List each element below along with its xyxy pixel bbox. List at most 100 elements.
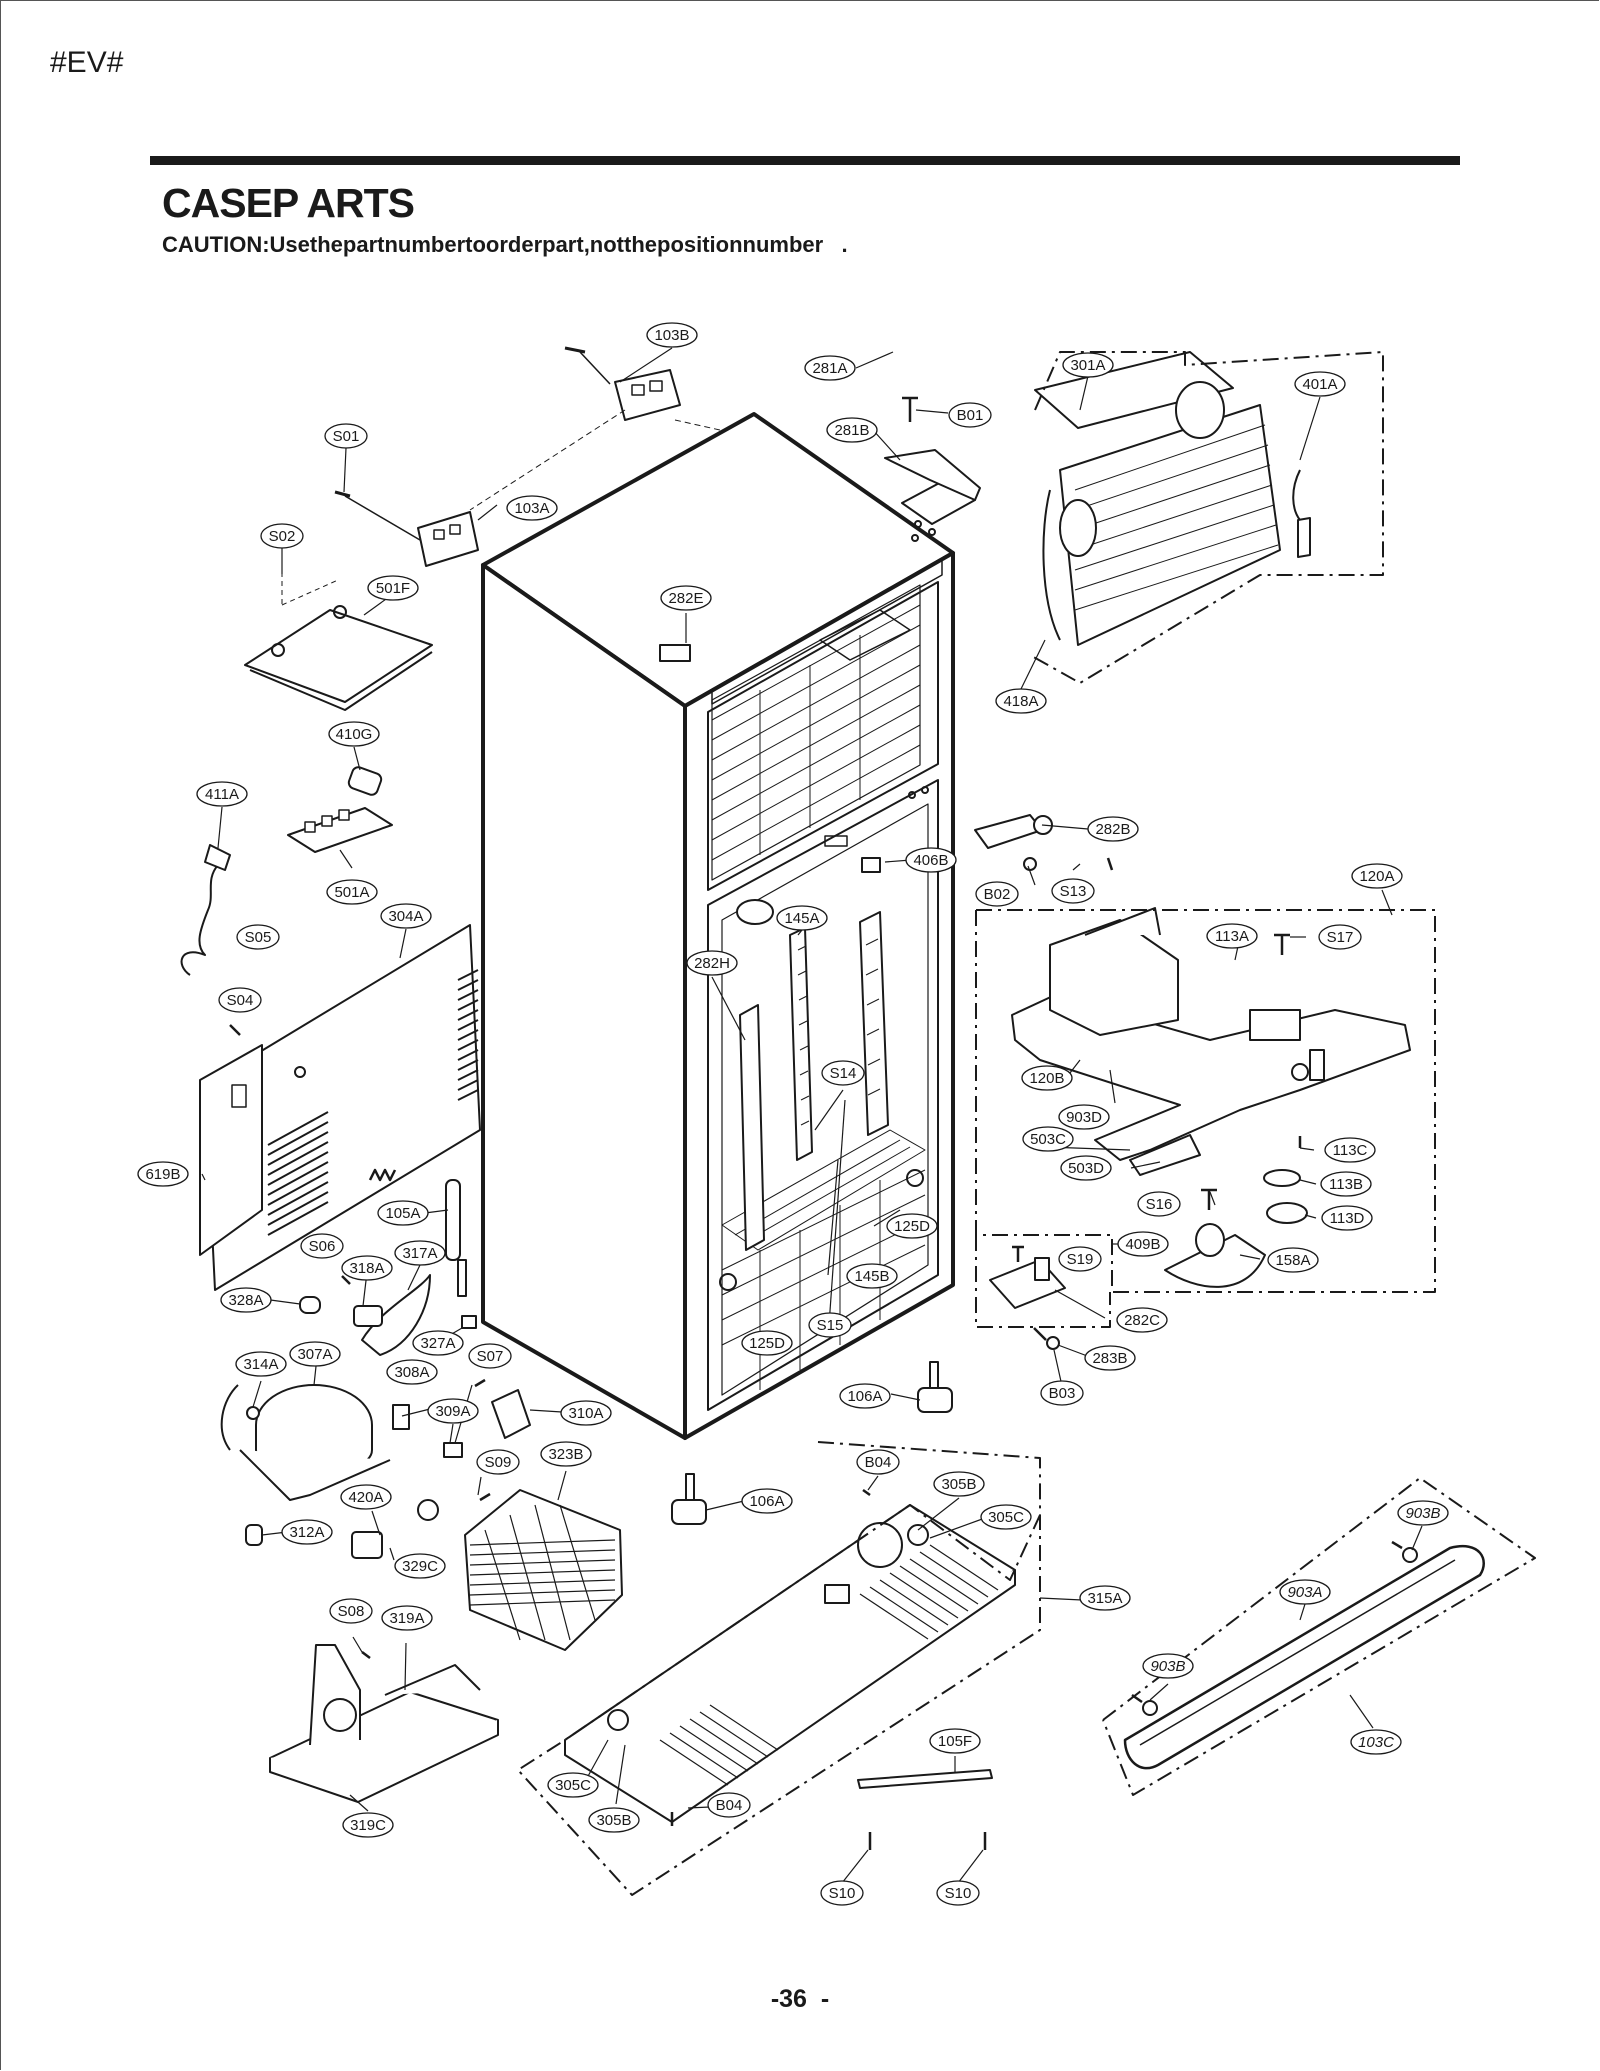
pcb-501A — [287, 766, 393, 853]
callout-bubble — [776, 905, 828, 931]
callout-bubble — [1351, 863, 1403, 889]
callout-bubble — [427, 1398, 479, 1424]
callout-bubble — [1320, 1171, 1372, 1197]
callout-bubble — [281, 1519, 333, 1545]
callout-bubble — [342, 1812, 394, 1838]
callout-406b: 406B — [905, 847, 957, 873]
callout-120a: 120A — [1351, 863, 1403, 889]
callout-bubble — [381, 1605, 433, 1631]
callout-bubble — [1279, 1579, 1331, 1605]
callout-329c: 329C — [394, 1553, 446, 1579]
callout-bubble — [394, 1240, 446, 1266]
callout-label: S08 — [338, 1603, 365, 1620]
callout-s14: S14 — [821, 1060, 865, 1086]
callout-282c: 282C — [1116, 1307, 1168, 1333]
callout-label: 145A — [784, 910, 819, 927]
callout-label: 312A — [289, 1524, 324, 1541]
callout-s17: S17 — [1318, 924, 1362, 950]
callout-label: 503C — [1030, 1131, 1066, 1148]
callout-label: 903D — [1066, 1109, 1102, 1126]
callout-label: 406B — [913, 852, 948, 869]
callout-label: S10 — [945, 1885, 972, 1902]
callout-bubble — [995, 688, 1047, 714]
callout-label: 501F — [376, 580, 410, 597]
callout-label: 305B — [596, 1812, 631, 1829]
callout-label: 903B — [1405, 1505, 1440, 1522]
callout-b03: B03 — [1040, 1380, 1084, 1406]
callout-bubble — [1051, 878, 1095, 904]
callout-label: 281B — [834, 422, 869, 439]
callout-label: S17 — [1327, 929, 1354, 946]
title-rule — [150, 156, 1460, 165]
callout-label: 903B — [1150, 1658, 1185, 1675]
callout-323b: 323B — [540, 1441, 592, 1467]
callout-s09: S09 — [476, 1449, 520, 1475]
callout-label: 282E — [668, 590, 703, 607]
callout-bubble — [1117, 1231, 1169, 1257]
callout-label: 113D — [1330, 1210, 1365, 1227]
callout-label: 305C — [555, 1777, 591, 1794]
callout-label: 103C — [1358, 1734, 1394, 1751]
callout-bubble — [588, 1807, 640, 1833]
callout-327a: 327A — [412, 1330, 464, 1356]
callout-bubble — [137, 1161, 189, 1187]
callout-bubble — [367, 575, 419, 601]
callout-label: 120A — [1359, 868, 1394, 885]
callout-label: S04 — [227, 992, 254, 1009]
callout-bubble — [412, 1330, 464, 1356]
callout-label: 301A — [1070, 357, 1105, 374]
callout-bubble — [1084, 1345, 1136, 1371]
callout-s13: S13 — [1051, 878, 1095, 904]
callout-label: B01 — [957, 407, 984, 424]
callout-103b-top: 103B — [646, 322, 698, 348]
callout-401a: 401A — [1294, 371, 1346, 397]
callout-label: S14 — [830, 1065, 857, 1082]
callout-bubble — [948, 402, 992, 428]
callout-label: 158A — [1275, 1252, 1310, 1269]
callout-bubble — [1397, 1500, 1449, 1526]
callout-label: 281A — [812, 360, 847, 377]
callout-145a: 145A — [776, 905, 828, 931]
callout-bubble — [1116, 1307, 1168, 1333]
callout-label: S05 — [245, 929, 272, 946]
callout-bubble — [1318, 924, 1362, 950]
compressor-307A — [220, 1384, 531, 1559]
condenser-323B — [464, 1489, 623, 1651]
rear-cover-304A — [199, 924, 481, 1291]
callout-s04: S04 — [218, 987, 262, 1013]
callout-305b-bottom: 305B — [588, 1807, 640, 1833]
callout-label: 411A — [205, 786, 239, 803]
callout-bubble — [804, 355, 856, 381]
front-grille-103C — [1123, 1545, 1485, 1770]
callout-bubble — [686, 950, 738, 976]
fan-duct-120A — [1011, 907, 1411, 1288]
callout-label: 323B — [548, 1446, 583, 1463]
callout-label: 106A — [847, 1388, 882, 1405]
callout-label: S06 — [309, 1238, 336, 1255]
callout-903b-top: 903B — [1397, 1500, 1449, 1526]
callout-318a: 318A — [341, 1255, 393, 1281]
callout-bubble — [929, 1728, 981, 1754]
callout-bubble — [1137, 1191, 1181, 1217]
callout-label: 120B — [1029, 1070, 1064, 1087]
callout-bubble — [547, 1772, 599, 1798]
callout-308a: 308A — [386, 1359, 438, 1385]
callout-bubble — [380, 903, 432, 929]
callout-label: B03 — [1049, 1385, 1076, 1402]
callout-903a: 903A — [1279, 1579, 1331, 1605]
callout-bubble — [341, 1255, 393, 1281]
callout-282e: 282E — [660, 585, 712, 611]
callout-281b: 281B — [826, 417, 878, 443]
callout-label: 310A — [568, 1405, 603, 1422]
callout-282b: 282B — [1087, 816, 1139, 842]
callout-410g: 410G — [328, 721, 380, 747]
rear-bracket-parts — [334, 346, 721, 567]
callout-bubble — [340, 1484, 392, 1510]
callout-bubble — [1324, 1137, 1376, 1163]
callout-label: 305B — [941, 1476, 976, 1493]
callout-label: 410G — [336, 726, 373, 743]
callout-label: 315A — [1087, 1590, 1122, 1607]
callout-bubble — [220, 1287, 272, 1313]
callout-503d: 503D — [1060, 1155, 1112, 1181]
callout-label: 329C — [402, 1558, 438, 1575]
